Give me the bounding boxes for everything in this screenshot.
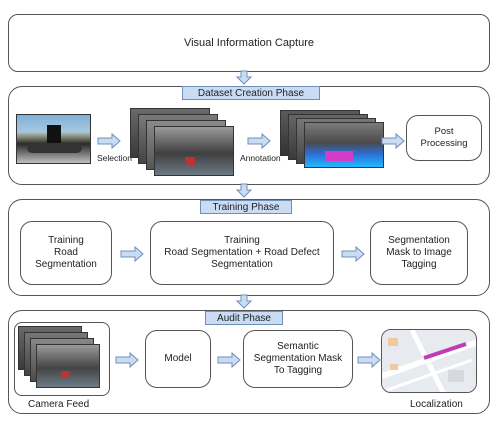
training-phase-tag: Training Phase <box>200 200 292 214</box>
audit-phase-tag: Audit Phase <box>205 311 283 325</box>
arrow-right-icon <box>217 351 241 369</box>
arrow-right-icon <box>381 132 405 150</box>
camera-feed-label: Camera Feed <box>28 399 90 410</box>
visual-information-capture-box: Visual Information Capture <box>8 14 490 72</box>
audit-phase-label: Audit Phase <box>217 312 271 324</box>
training-road-defect-label: Training Road Segmentation + Road Defect… <box>164 235 320 270</box>
segmentation-mask-tagging-label: Segmentation Mask to Image Tagging <box>386 235 452 270</box>
arrow-right-icon <box>120 245 144 263</box>
visual-information-capture-label: Visual Information Capture <box>183 37 315 49</box>
arrow-down-icon <box>235 183 253 198</box>
map-icon <box>382 330 476 392</box>
annotation-label: Annotation <box>240 153 281 163</box>
semantic-segmentation-label: Semantic Segmentation Mask To Tagging <box>253 341 343 376</box>
localization-map-frame <box>381 329 477 393</box>
training-road-segmentation-box: Training Road Segmentation <box>20 221 112 285</box>
arrow-right-icon <box>247 132 271 150</box>
dataset-phase-tag: Dataset Creation Phase <box>182 86 320 100</box>
dataset-phase-label: Dataset Creation Phase <box>197 87 305 99</box>
training-road-segmentation-label: Training Road Segmentation <box>35 235 97 270</box>
arrow-right-icon <box>357 351 381 369</box>
arrow-right-icon <box>115 351 139 369</box>
semantic-segmentation-box: Semantic Segmentation Mask To Tagging <box>243 330 353 388</box>
post-processing-label: Post Processing <box>420 126 468 149</box>
camera-feed-images-stack <box>18 326 113 394</box>
model-label: Model <box>164 353 192 364</box>
training-road-defect-box: Training Road Segmentation + Road Defect… <box>150 221 334 285</box>
arrow-right-icon <box>97 132 121 150</box>
localization-label: Localization <box>410 399 463 410</box>
segmentation-mask-tagging-box: Segmentation Mask to Image Tagging <box>370 221 468 285</box>
arrow-down-icon <box>235 70 253 85</box>
selection-label: Selection <box>97 153 132 163</box>
post-processing-box: Post Processing <box>406 115 482 161</box>
arrow-down-icon <box>235 294 253 309</box>
selected-images-stack <box>130 108 240 178</box>
model-box: Model <box>145 330 211 388</box>
training-phase-label: Training Phase <box>212 201 280 213</box>
dashboard-camera-photo <box>16 114 91 164</box>
annotated-images-stack <box>280 110 390 170</box>
arrow-right-icon <box>341 245 365 263</box>
